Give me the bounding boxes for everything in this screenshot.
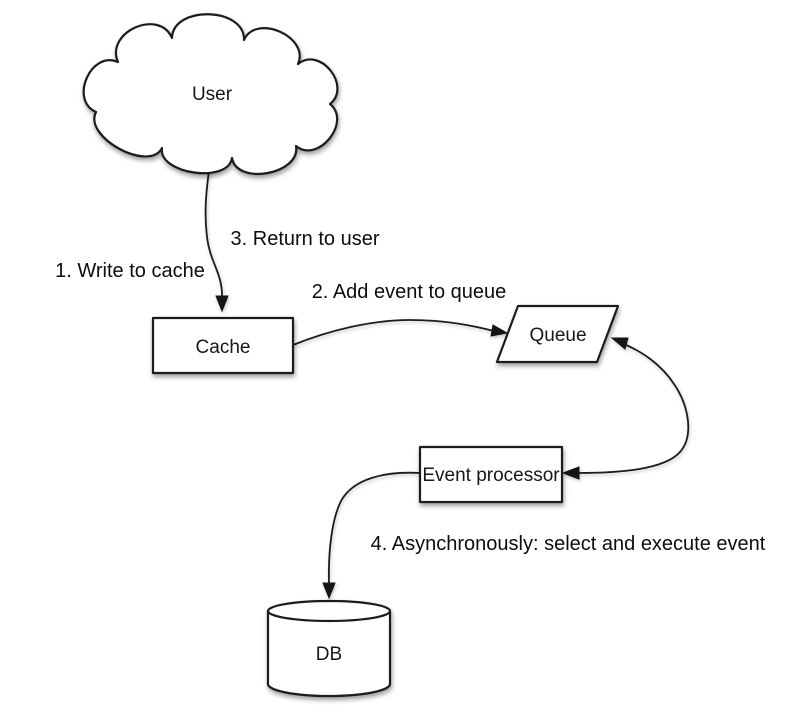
- edge-cache-to-queue: [292, 319, 509, 346]
- arrowhead-into-event-processor: [561, 466, 580, 480]
- step2-label: 2. Add event to queue: [312, 281, 507, 303]
- arrowhead-into-cache: [215, 295, 229, 313]
- step4-label: 4. Asynchronously: select and execute ev…: [371, 533, 766, 555]
- event-processor-label: Event processor: [422, 465, 560, 486]
- db-cylinder-top: [266, 599, 392, 623]
- user-cloud-shape: [82, 13, 339, 176]
- db-label: DB: [316, 644, 342, 665]
- queue-label: Queue: [529, 325, 586, 346]
- cache-box: [151, 316, 295, 375]
- arrowhead-into-queue-left: [490, 324, 509, 337]
- arrowhead-into-db: [322, 582, 336, 600]
- cache-label: Cache: [196, 337, 251, 358]
- step1-label: 1. Write to cache: [55, 260, 205, 282]
- edge-event-processor-to-db: [322, 471, 421, 600]
- edge-user-to-cache: [204, 162, 229, 313]
- step3-label: 3. Return to user: [231, 228, 380, 250]
- user-label: User: [192, 84, 233, 105]
- edge-queue-event-processor: [561, 337, 690, 480]
- db-cylinder: [266, 599, 392, 698]
- arrowhead-into-queue-right: [610, 337, 629, 350]
- event-processor-box: [418, 445, 564, 504]
- queue-parallelogram: [495, 304, 620, 364]
